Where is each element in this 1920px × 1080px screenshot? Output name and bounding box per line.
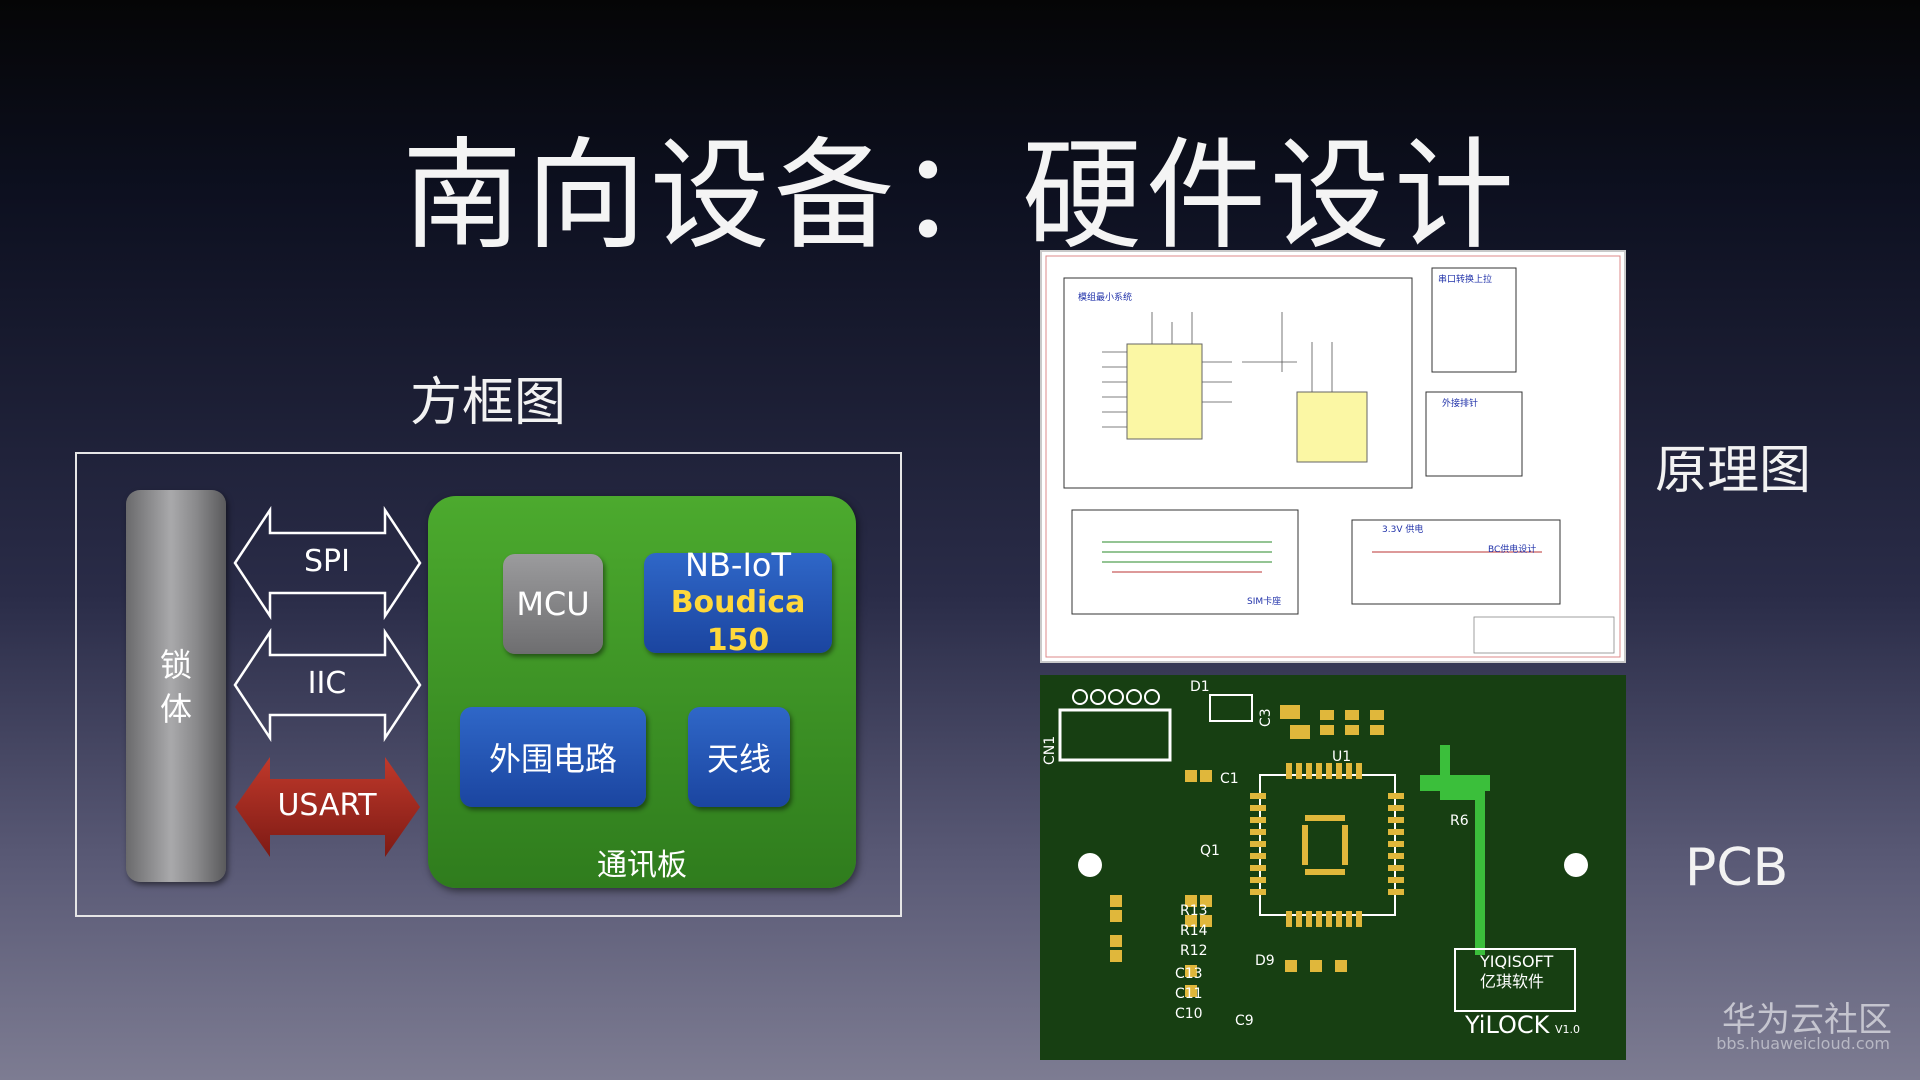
svg-text:R6: R6 <box>1450 813 1469 829</box>
svg-text:C13: C13 <box>1175 966 1203 982</box>
svg-text:Q1: Q1 <box>1200 843 1220 859</box>
sch-ext-label: 外接排针 <box>1442 397 1478 409</box>
svg-text:R12: R12 <box>1180 943 1208 959</box>
spi-arrow <box>233 505 422 621</box>
svg-text:D9: D9 <box>1255 953 1275 969</box>
sch-module-label: 模组最小系统 <box>1078 291 1132 303</box>
bus-arrows <box>233 505 422 857</box>
svg-text:D1: D1 <box>1190 679 1210 695</box>
usart-arrow <box>235 757 420 857</box>
svg-text:C1: C1 <box>1220 771 1239 787</box>
pcb-logo-text-1: YIQISOFT <box>1479 952 1553 971</box>
iic-arrow <box>233 627 422 743</box>
watermark-text: 华为云社区 <box>1722 1000 1892 1040</box>
lock-body-block: 锁 体 <box>126 490 226 882</box>
pcb-label: PCB <box>1685 838 1789 898</box>
nbiot-label: NB-IoT <box>685 546 791 584</box>
schematic-drawing: 模组最小系统 串口转换上拉 外接排针 SIM卡座 3.3V 供电 BC供电设计 <box>1045 255 1621 658</box>
pcb-board-version: V1.0 <box>1555 1023 1580 1036</box>
schematic-image: 模组最小系统 串口转换上拉 外接排针 SIM卡座 3.3V 供电 BC供电设计 <box>1040 250 1626 663</box>
sch-uart-label: 串口转换上拉 <box>1438 273 1492 285</box>
usart-label: USART <box>277 788 377 823</box>
block-diagram-label: 方框图 <box>410 373 567 433</box>
svg-text:C9: C9 <box>1235 1013 1254 1029</box>
lock-label-1: 锁 <box>159 646 192 684</box>
sch-33v-label: 3.3V 供电 <box>1382 523 1423 535</box>
nbiot-block: NB-IoT Boudica 150 <box>644 546 832 658</box>
watermark-url: bbs.huaweicloud.com <box>1716 1034 1890 1053</box>
schematic-label: 原理图 <box>1655 441 1812 501</box>
pcb-logo-text-2: 亿琪软件 <box>1480 972 1544 991</box>
spi-label: SPI <box>304 544 350 579</box>
pcb-board-name: YiLOCK <box>1464 1011 1551 1039</box>
iic-label: IIC <box>307 666 347 701</box>
svg-text:C3: C3 <box>1258 708 1274 727</box>
slide-title: 南向设备：硬件设计 <box>402 127 1518 266</box>
svg-text:C11: C11 <box>1175 986 1203 1002</box>
svg-text:CN1: CN1 <box>1042 736 1058 765</box>
sch-sim-label: SIM卡座 <box>1247 595 1281 607</box>
lock-label-2: 体 <box>159 690 192 728</box>
boudica-label: Boudica 150 <box>670 585 806 658</box>
svg-text:R14: R14 <box>1180 923 1208 939</box>
comm-board-label: 通讯板 <box>597 848 687 883</box>
antenna-block: 天线 <box>688 707 790 807</box>
peripheral-circuit-block: 外围电路 <box>460 707 646 807</box>
svg-text:R13: R13 <box>1180 903 1208 919</box>
svg-text:U1: U1 <box>1332 749 1351 765</box>
mcu-block: MCU <box>503 554 603 654</box>
block-diagram-frame <box>75 452 902 917</box>
sch-bc-label: BC供电设计 <box>1488 543 1536 555</box>
svg-text:C10: C10 <box>1175 1006 1203 1022</box>
